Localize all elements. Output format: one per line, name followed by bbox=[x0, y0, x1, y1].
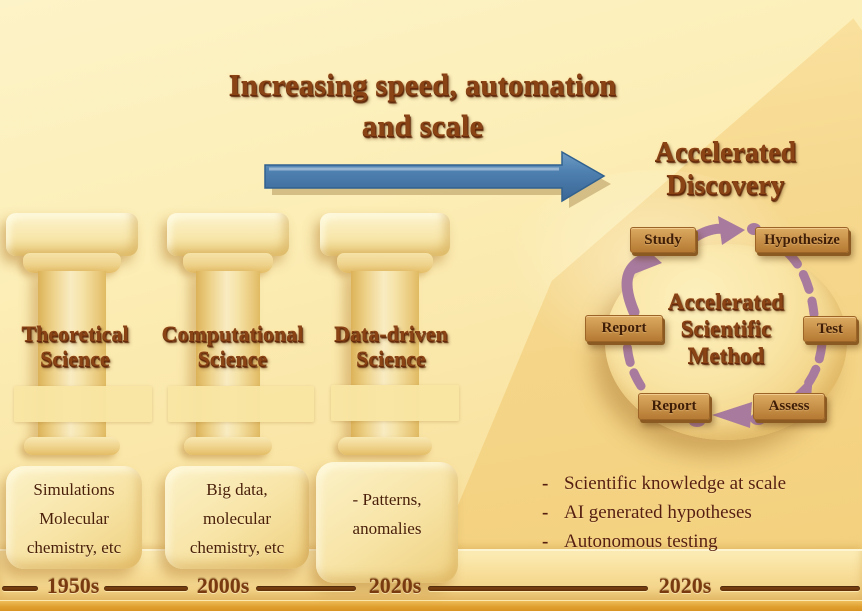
timeline-year-2000s: 2000s bbox=[196, 573, 250, 598]
cycle-step-report-left-label: Report bbox=[601, 320, 647, 336]
pillar-capital bbox=[6, 213, 138, 256]
accelerated-discovery-title: Accelerated Discovery bbox=[608, 136, 843, 202]
cycle-center-caption: Accelerated Scientific Method bbox=[615, 288, 837, 369]
pillar-base bbox=[184, 437, 272, 455]
bullet-marker: - bbox=[542, 472, 549, 494]
bullet-item: - Scientific knowledge at scale bbox=[542, 469, 862, 498]
pedestal-line: anomalies bbox=[352, 519, 422, 538]
pillar-title-theoretical: Theoretical Science bbox=[0, 321, 150, 371]
cycle-step-hypothesize-label: Hypothesize bbox=[764, 232, 840, 248]
bullet-text: AI generated hypotheses bbox=[564, 501, 752, 523]
pillar-neck bbox=[336, 253, 434, 273]
pillar-title-line1: Data-driven bbox=[334, 321, 448, 346]
arrow-report-to-study-icon bbox=[621, 246, 662, 318]
pillar-title-line1: Computational bbox=[161, 321, 304, 346]
cycle-step-study-label: Study bbox=[644, 232, 682, 248]
accelerated-discovery-line1: Accelerated bbox=[654, 137, 797, 168]
cycle-step-study: Study bbox=[630, 227, 696, 253]
pedestal-line: chemistry, etc bbox=[26, 538, 122, 557]
pillar-title-line1: Theoretical bbox=[21, 321, 129, 346]
timeline-dash bbox=[104, 586, 188, 591]
pillar-neck bbox=[182, 253, 274, 273]
timeline-year-2020s-data: 2020s bbox=[368, 573, 422, 598]
pedestal-line: - Patterns, bbox=[352, 490, 422, 509]
timeline-dash bbox=[256, 586, 356, 591]
timeline-dash bbox=[2, 586, 38, 591]
pillar-base bbox=[24, 437, 120, 455]
cycle-center-line2: Scientific bbox=[680, 316, 772, 341]
arrow-report-to-report-icon bbox=[622, 335, 646, 391]
bullet-item: - Autonomous testing bbox=[542, 527, 862, 556]
accelerated-discovery-bullets: - Scientific knowledge at scale - AI gen… bbox=[542, 469, 862, 556]
cycle-step-test-label: Test bbox=[816, 321, 844, 337]
timeline-year-2020s-accelerated: 2020s bbox=[658, 573, 712, 598]
bullet-item: - AI generated hypotheses bbox=[542, 498, 862, 527]
accelerated-discovery-line2: Discovery bbox=[666, 170, 785, 201]
timeline-dash bbox=[720, 586, 860, 591]
cycle-center-line1: Accelerated bbox=[667, 289, 785, 314]
pedestal-box-theoretical: Simulations Molecular chemistry, etc bbox=[6, 466, 142, 569]
pedestal-box-data-driven: - Patterns, anomalies bbox=[316, 462, 458, 583]
pillar-title-line2: Science bbox=[40, 346, 110, 371]
pedestal-line: Big data, bbox=[206, 480, 268, 499]
blank-label-box bbox=[331, 385, 459, 421]
arrow-test-to-assess-icon bbox=[793, 339, 827, 398]
cycle-step-report-bottom-label: Report bbox=[651, 398, 697, 414]
pillar-title-computational: Computational Science bbox=[150, 321, 315, 371]
pedestal-line: chemistry, etc bbox=[189, 538, 285, 557]
arrow-hypothesize-to-test-icon bbox=[782, 247, 819, 319]
page-title-line1: Increasing speed, automation bbox=[228, 67, 617, 102]
cycle-step-report-bottom: Report bbox=[638, 393, 710, 420]
blank-label-box bbox=[168, 386, 314, 422]
pillar-capital bbox=[167, 213, 289, 256]
cycle-step-hypothesize: Hypothesize bbox=[755, 227, 849, 253]
arrow-study-to-hypothesize-icon bbox=[687, 216, 761, 245]
pillar-title-line2: Science bbox=[197, 346, 268, 371]
pillar-capital bbox=[320, 213, 450, 256]
blank-label-box bbox=[14, 386, 152, 422]
pedestal-line: Simulations bbox=[33, 480, 115, 499]
pillar-title-line2: Science bbox=[356, 346, 426, 371]
bullet-text: Scientific knowledge at scale bbox=[564, 472, 787, 494]
timeline-year-1950s: 1950s bbox=[46, 573, 100, 598]
pedestal-box-computational: Big data, molecular chemistry, etc bbox=[165, 466, 309, 569]
pedestal-line: Molecular bbox=[39, 509, 109, 528]
pillar-neck bbox=[23, 253, 121, 273]
page-title: Increasing speed, automation and scale bbox=[150, 64, 695, 146]
pedestal-line: molecular bbox=[203, 509, 271, 528]
bullet-text: Autonomous testing bbox=[564, 530, 718, 552]
cycle-step-report-left: Report bbox=[585, 315, 663, 342]
timeline-dash bbox=[428, 586, 648, 591]
bullet-marker: - bbox=[542, 530, 549, 552]
cycle-center-line3: Method bbox=[687, 343, 765, 368]
cycle-step-assess: Assess bbox=[753, 393, 825, 420]
pillar-title-data-driven: Data-driven Science bbox=[315, 321, 467, 371]
floor-edge-strip bbox=[0, 600, 862, 611]
pillar-base bbox=[338, 437, 432, 455]
bullet-marker: - bbox=[542, 501, 549, 523]
right-arrow-icon bbox=[264, 150, 611, 208]
cycle-step-assess-label: Assess bbox=[768, 398, 810, 414]
cycle-step-test: Test bbox=[803, 316, 857, 342]
page-title-line2: and scale bbox=[361, 108, 484, 143]
